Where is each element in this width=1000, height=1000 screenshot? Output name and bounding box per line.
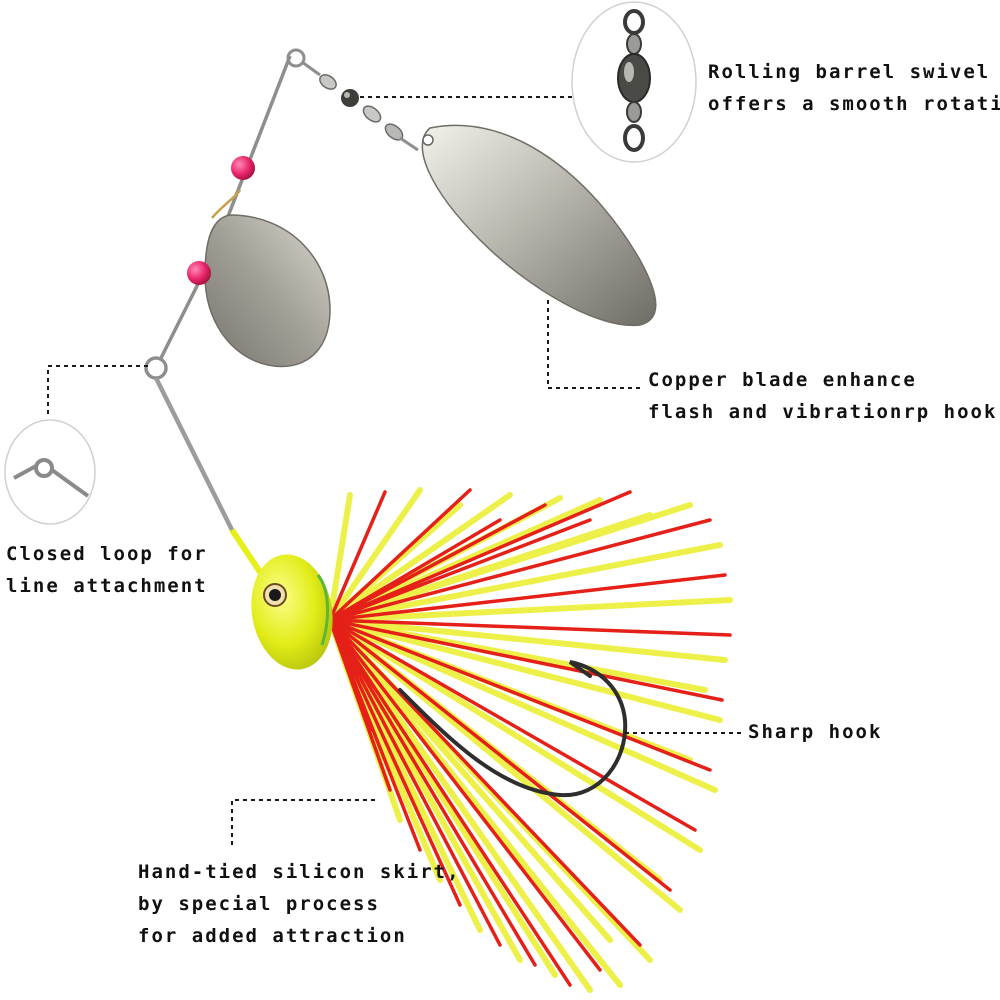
upper-bead [231,156,255,180]
callout-hook-line-1: Sharp hook [748,721,883,743]
callout-swivel-line-2: offers a smooth rotation [708,93,1000,115]
callout-blade: Copper blade enhance flash and vibration… [648,364,997,428]
callout-loop: Closed loop for line attachment [6,538,208,602]
sharp-hook [398,660,628,798]
callout-skirt: Hand-tied silicon skirt, by special proc… [138,856,461,952]
lower-bead [187,261,211,285]
callout-hook: Sharp hook [748,716,882,748]
callout-leaders [47,96,742,848]
jig-head [251,554,333,670]
rolling-barrel-swivel-inset-icon [571,1,697,163]
blade-swivel [301,60,419,152]
colorado-blade [204,214,331,368]
callout-skirt-line-1: Hand-tied silicon skirt, [138,861,461,883]
willow-blade [421,124,657,327]
lower-wire-arm [153,376,235,532]
silicone-skirt [327,487,733,993]
callout-skirt-line-3: for added attraction [138,925,407,947]
callout-swivel: Rolling barrel swivel offers a smooth ro… [708,56,1000,120]
callout-blade-line-2: flash and vibrationrp hook [648,401,998,423]
line-tie-loop [144,356,168,380]
callout-loop-line-1: Closed loop for [6,543,208,565]
closed-loop-inset-icon [4,419,96,525]
callout-blade-line-1: Copper blade enhance [648,369,917,391]
callout-swivel-line-1: Rolling barrel swivel [708,61,991,83]
callout-loop-line-2: line attachment [6,575,208,597]
callout-skirt-line-2: by special process [138,893,380,915]
